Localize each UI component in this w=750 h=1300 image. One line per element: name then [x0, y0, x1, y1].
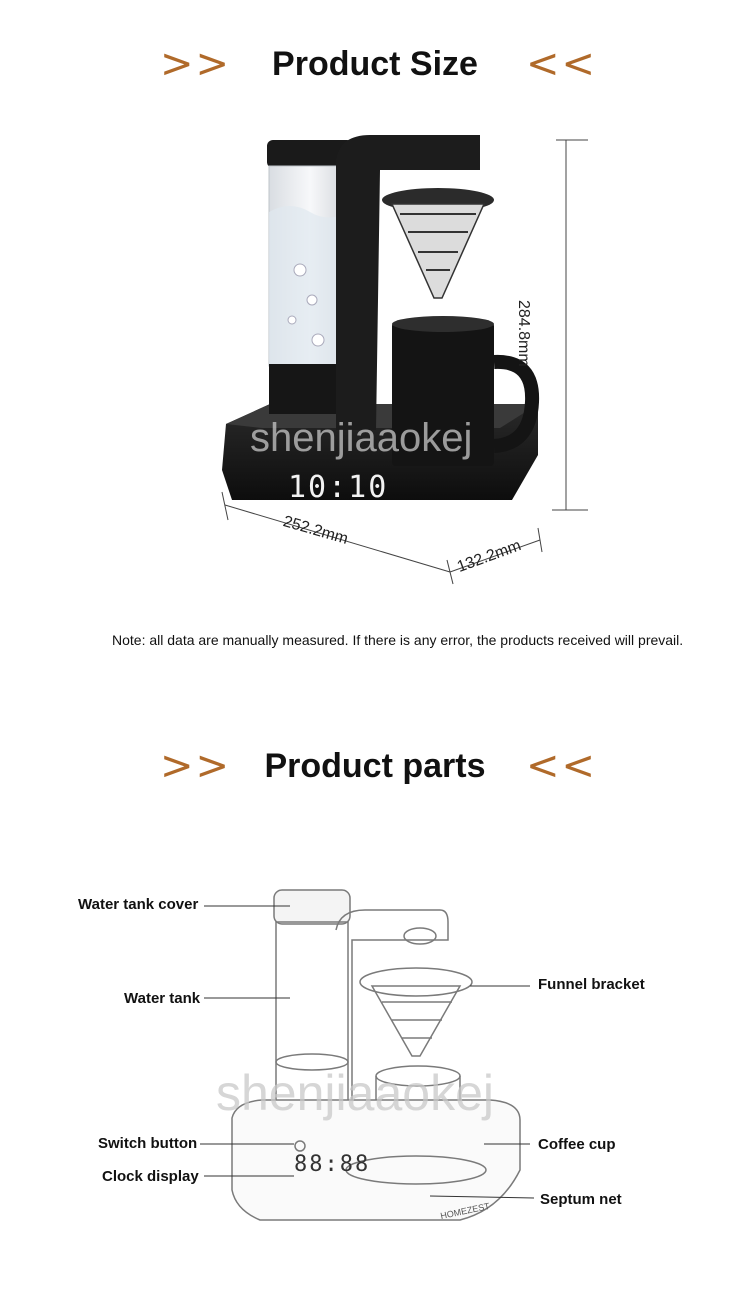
- label-water-tank: Water tank: [124, 990, 201, 1007]
- arrow-left-icon: >>: [160, 743, 232, 789]
- parts-line-drawing: [200, 889, 535, 1221]
- parts-heading-row: >> Product parts <<: [0, 736, 750, 796]
- label-funnel-bracket: Funnel bracket: [538, 976, 645, 993]
- label-clock-display: Clock display: [102, 1168, 199, 1185]
- label-septum-net: Septum net: [540, 1191, 622, 1208]
- measurement-note: Note: all data are manually measured. If…: [112, 632, 684, 648]
- label-switch-button: Switch button: [98, 1135, 198, 1152]
- size-heading-row: >> Product Size <<: [0, 34, 750, 94]
- height-dimension: 284.8mm: [515, 300, 532, 367]
- arrow-right-icon: <<: [526, 41, 598, 87]
- label-coffee-cup: Coffee cup: [538, 1136, 616, 1153]
- arrow-left-icon: >>: [160, 41, 232, 87]
- coffee-machine-illustration: [221, 135, 588, 585]
- clock-readout: 10:10: [288, 470, 389, 505]
- label-water-tank-cover: Water tank cover: [78, 896, 199, 913]
- product-parts-title: Product parts: [264, 747, 486, 785]
- product-size-title: Product Size: [272, 45, 478, 83]
- clock-display-digits: 88:88: [294, 1152, 371, 1177]
- arrow-right-icon: <<: [526, 743, 598, 789]
